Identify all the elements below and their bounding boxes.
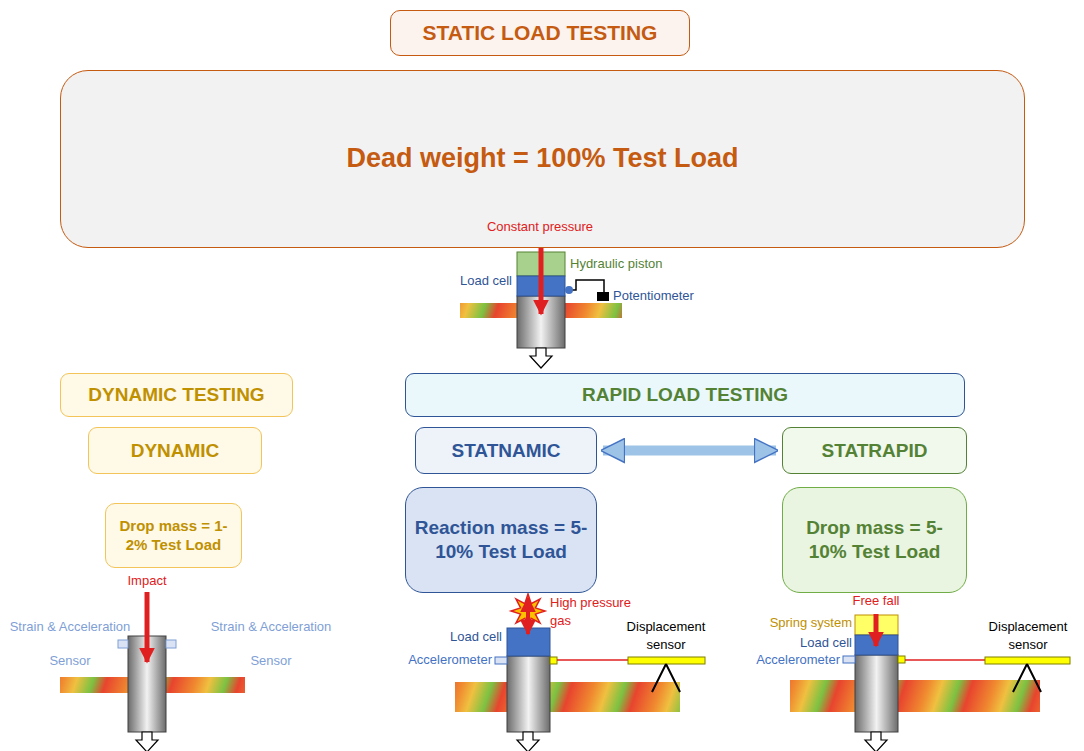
part-label: Strain & Acceleration Sensor [196,610,346,678]
potentiometer-body [597,292,609,301]
settlement-arrow [517,732,539,751]
box-text: RAPID LOAD TESTING [576,383,794,407]
heading-box: DYNAMIC TESTING [60,373,293,417]
sensor-stand [652,664,680,692]
displacement-wire [905,659,985,661]
settlement-arrow [136,732,158,751]
part-label: Potentiometer [613,287,723,305]
mass-box: Drop mass = 1-2% Test Load [105,503,242,568]
box-text: Drop mass = 5-10% Test Load [783,516,966,564]
method-box: DYNAMIC [88,427,262,474]
box-text: STATNAMIC [445,439,566,463]
sensor-stand [1013,664,1041,692]
displacement-wire [557,659,628,661]
method-box: STATRAPID [782,427,967,474]
displacement-sensor [628,657,705,664]
box-text: Reaction mass = 5-10% Test Load [406,516,596,564]
double-arrow [603,446,776,456]
part-label: Displacement sensor [616,618,716,654]
potentiometer-wire [569,280,604,292]
box-text: DYNAMIC TESTING [82,383,270,407]
box-text: STATIC LOAD TESTING [417,20,664,46]
part-label: Accelerometer [392,651,492,669]
part-label: Spring system [740,614,852,632]
box-text: STATRAPID [816,439,934,463]
impact-arrow [145,592,150,662]
part-label: Constant pressure [440,218,640,236]
part-label: Load cell [412,272,512,290]
accelerometer [843,656,855,663]
displacement-target [898,656,905,663]
ground [790,680,1040,712]
box-text: Drop mass = 1-2% Test Load [106,517,241,555]
method-box: STATNAMIC [415,427,597,474]
mass-box: Drop mass = 5-10% Test Load [782,487,967,593]
pile [507,656,550,732]
strain-sensor [118,640,128,648]
part-label: Impact [97,572,197,590]
potentiometer-pivot [565,286,573,294]
box-text: Dead weight = 100% Test Load [341,142,745,176]
strain-sensor [166,640,176,648]
accelerometer [495,657,507,664]
part-label: Strain & Acceleration Sensor [6,610,134,678]
pile [855,655,898,732]
ground [455,682,680,712]
settlement-arrow [865,732,887,751]
displacement-target [550,657,557,664]
part-label: Hydraulic piston [570,255,690,273]
fall-arrow [874,614,879,646]
part-label: Load cell [400,628,502,646]
load-arrow [539,240,544,314]
part-label: Displacement sensor [977,618,1079,654]
part-label: Load cell [752,634,852,652]
displacement-sensor [985,657,1070,664]
settlement-arrow [530,348,552,368]
mass-box: Reaction mass = 5-10% Test Load [405,487,597,593]
heading-box: RAPID LOAD TESTING [405,373,965,417]
box-text: DYNAMIC [125,439,226,463]
gas-arrow [526,598,530,634]
heading-box: STATIC LOAD TESTING [390,10,690,56]
part-label: Free fall [826,592,926,610]
part-label: Accelerometer [740,651,840,669]
